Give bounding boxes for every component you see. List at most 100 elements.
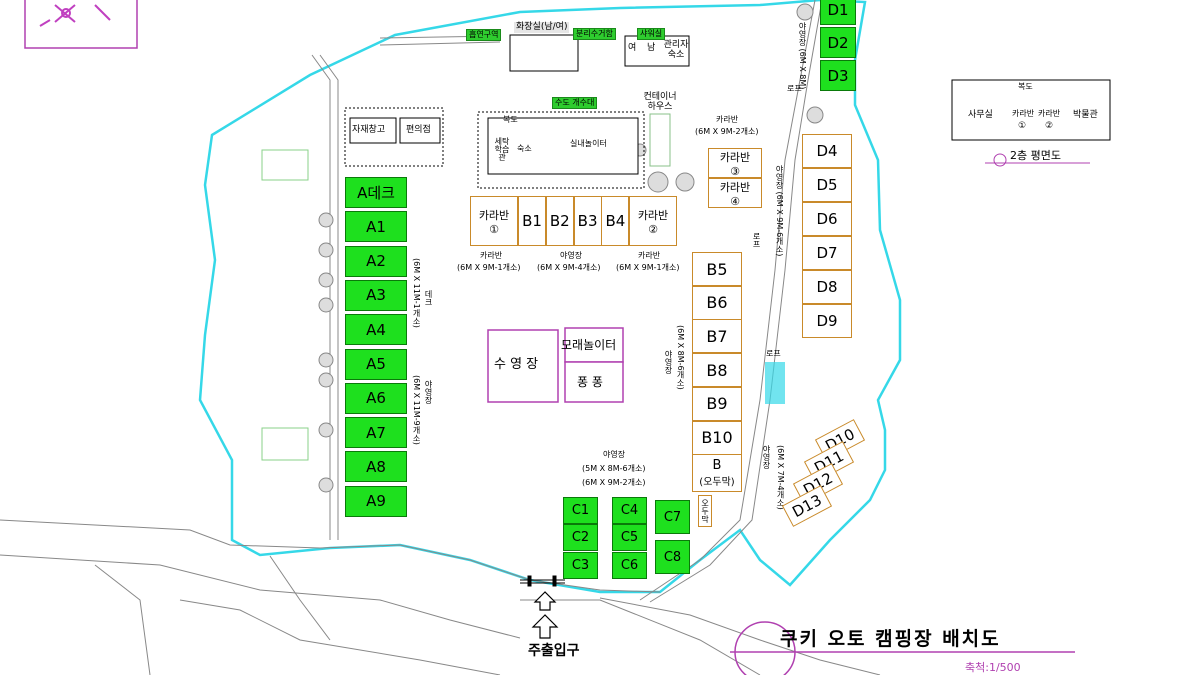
caravan-2-num: ② [648,222,658,236]
site-c2[interactable]: C2 [563,524,598,551]
label-shower-m: 여 [628,43,637,53]
site-a4[interactable]: A4 [345,314,407,346]
cap-caravan-right: 카라반 [716,115,739,124]
cap-caravan-right-spec: (6M X 9M-2개소) [695,127,759,136]
road-lines [0,0,881,675]
site-caravan-2[interactable]: 카라반 ② [629,196,677,246]
floor-plan-caravan-2: 카라반 [1038,109,1061,118]
a-deck-caption: (6M X 11M-1개소) [412,258,421,328]
floor-plan-caravan-2-num: ② [1045,121,1054,131]
site-b9[interactable]: B9 [692,386,742,421]
site-caravan-4[interactable]: 카라반 ④ [708,178,762,208]
caravan-1-num: ① [489,222,499,236]
cap-c-spec1: (5M X 8M-6개소) [582,464,646,473]
site-c-oduk[interactable]: 오두막 [698,495,712,527]
label-restroom: 화장실(남/여) [514,22,570,33]
label-shower: 샤워실 [637,28,666,40]
label-corridor: 복도 [503,115,518,124]
site-a5[interactable]: A5 [345,348,407,380]
site-d8[interactable]: D8 [802,270,852,304]
site-b2[interactable]: B2 [545,196,574,246]
b-col-caption: (6M X 8M-6개소) [676,325,685,390]
green-outline-1 [261,149,309,181]
tree-icons [318,3,824,493]
site-b3[interactable]: B3 [573,196,602,246]
label-sandbox: 모래놀이터 [561,338,617,352]
label-indoor-play: 실내놀이터 [570,139,607,148]
caravan-2-label: 카라반 [637,208,669,222]
site-b7[interactable]: B7 [692,319,742,354]
site-d1[interactable]: D1 [820,0,856,25]
label-store: 편의점 [406,125,431,135]
label-sink: 수도 개수대 [552,97,598,109]
label-pool: 수 영 장 [494,357,539,372]
site-b1[interactable]: B1 [518,196,546,246]
label-container: 컨테이너 하우스 [643,92,677,113]
site-d4[interactable]: D4 [802,134,852,168]
site-a6[interactable]: A6 [345,382,407,414]
cap-d-low-spec: (6M X 7M-4개소) [776,445,785,510]
site-c5[interactable]: C5 [612,524,647,551]
ramp-label-3: 로프 [766,349,781,358]
label-warehouse: 자재창고 [352,125,386,135]
floor-plan-caravan-1-num: ① [1018,121,1027,131]
site-d2[interactable]: D2 [820,27,856,58]
site-d6[interactable]: D6 [802,202,852,236]
site-a9[interactable]: A9 [345,485,407,517]
site-b10[interactable]: B10 [692,420,742,455]
play-area [487,327,624,403]
ramp-label-2: 로프 [752,232,761,248]
site-c4[interactable]: C4 [612,497,647,524]
floor-plan-title: 2층 평면도 [1010,149,1061,162]
cap-c-spec2: (6M X 9M-2개소) [582,478,646,487]
label-learning-hall: 세탁 학습관 [494,137,510,162]
caravan-1-label: 카라반 [478,208,510,222]
site-c1[interactable]: C1 [563,497,598,524]
cap-caravan-mid: 카라반 [638,251,661,260]
site-b4[interactable]: B4 [601,196,630,246]
site-d7[interactable]: D7 [802,236,852,270]
compass-icon [39,4,111,27]
cap-d-mid: 야영장 (6M X 9M-6개소) [775,165,784,257]
site-c8[interactable]: C8 [655,540,690,574]
cap-d-top: 야영장 (6M X 8M) [798,22,807,90]
cap-caravan-left: 카라반 [480,251,503,260]
site-caravan-3[interactable]: 카라반 ③ [708,148,762,178]
page-title: 쿠키 오토 캠핑장 배치도 [780,628,1001,650]
cap-d-low: 야영장 [762,445,771,469]
a-camp-caption-title: 야영장 [424,380,433,404]
site-a2[interactable]: A2 [345,245,407,277]
site-c3[interactable]: C3 [563,552,598,579]
site-b-oduk[interactable]: B (오두막) [692,454,742,492]
site-d5[interactable]: D5 [802,168,852,202]
label-lodging: 숙소 [517,144,532,153]
floor-plan-circle [993,153,1007,167]
site-a데크[interactable]: A데크 [345,177,407,208]
site-caravan-1[interactable]: 카라반 ① [470,196,518,246]
cap-caravan-left-spec: (6M X 9M-1개소) [457,263,521,272]
site-a3[interactable]: A3 [345,279,407,311]
site-b5[interactable]: B5 [692,252,742,286]
ramp-pool-tile [765,362,785,404]
site-d9[interactable]: D9 [802,304,852,338]
caravan-3-label: 카라반 [719,150,751,164]
site-d3[interactable]: D3 [820,60,856,91]
caravan-3-num: ③ [730,164,740,178]
site-a7[interactable]: A7 [345,417,407,449]
label-manager: 관리자 숙소 [663,40,689,61]
entrance-arrow-icon [531,591,559,639]
site-c7[interactable]: C7 [655,500,690,534]
site-a1[interactable]: A1 [345,211,407,243]
a-camp-caption: (6M X 11M-9개소) [412,375,421,445]
site-a8[interactable]: A8 [345,451,407,483]
gate [520,575,565,587]
site-c6[interactable]: C6 [612,552,647,579]
floor-plan-caravan-1: 카라반 [1012,109,1035,118]
scale-label: 축척:1/500 [965,661,1021,674]
cap-caravan-mid-spec: (6M X 9M-1개소) [616,263,680,272]
site-b8[interactable]: B8 [692,353,742,388]
compass-frame [24,0,138,49]
floor-plan-office: 사무실 [968,110,993,120]
site-b6[interactable]: B6 [692,285,742,320]
